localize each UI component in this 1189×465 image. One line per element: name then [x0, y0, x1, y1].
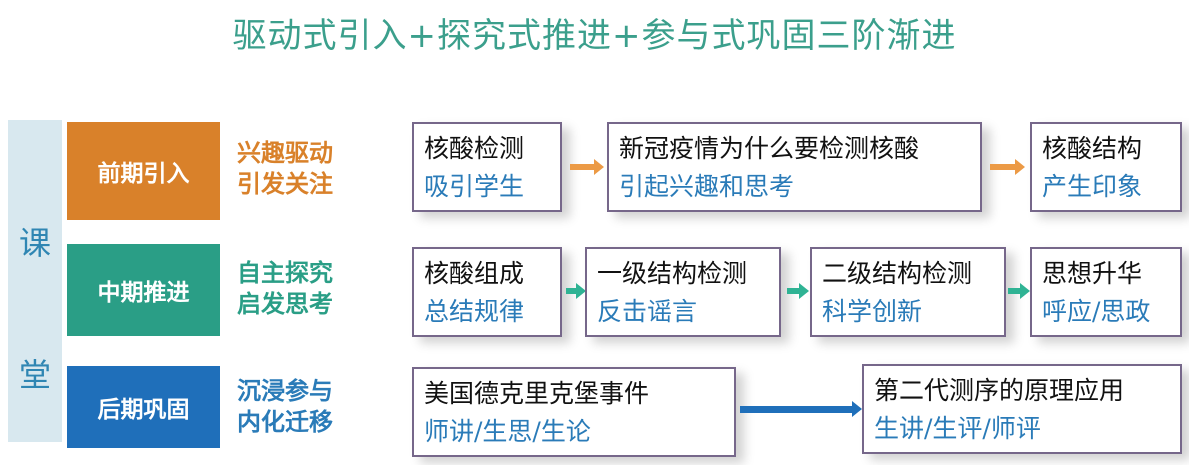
- goal-middle: 自主探究启发思考: [237, 258, 333, 320]
- goal-early: 兴趣驱动引发关注: [237, 138, 333, 200]
- side-char: 堂: [18, 356, 51, 394]
- step-title: 一级结构检测: [597, 259, 748, 288]
- step-box: 新冠疫情为什么要检测核酸引起兴趣和思考: [607, 122, 982, 212]
- step-title: 思想升华: [1042, 259, 1143, 288]
- step-title: 第二代测序的原理应用: [874, 376, 1125, 405]
- goal-line: 引发关注: [237, 170, 333, 198]
- step-box: 思想升华呼应/思政: [1030, 247, 1182, 337]
- step-box: 一级结构检测反击谣言: [585, 247, 781, 337]
- phase-late: 后期巩固: [67, 366, 220, 448]
- goal-late: 沉浸参与内化迁移: [237, 376, 333, 438]
- arrow-right-icon: [787, 283, 809, 299]
- goal-line: 内化迁移: [237, 408, 333, 436]
- side-char: 课: [18, 224, 51, 262]
- step-title: 核酸检测: [424, 134, 525, 163]
- step-sub: 呼应/思政: [1042, 297, 1151, 326]
- step-title: 新冠疫情为什么要检测核酸: [619, 134, 920, 163]
- goal-line: 启发思考: [237, 290, 333, 318]
- classroom-side-bar: 课 堂: [8, 120, 62, 442]
- step-sub: 产生印象: [1042, 172, 1143, 201]
- step-sub: 引起兴趣和思考: [619, 172, 795, 201]
- goal-line: 兴趣驱动: [237, 139, 333, 167]
- arrow-right-icon: [566, 283, 586, 299]
- step-box: 核酸检测吸引学生: [412, 122, 562, 212]
- step-sub: 师讲/生思/生论: [424, 417, 591, 446]
- step-box: 核酸结构产生印象: [1030, 122, 1182, 212]
- step-box: 二级结构检测科学创新: [810, 247, 1006, 337]
- phase-early: 前期引入: [67, 122, 220, 220]
- diagram-title: 驱动式引入+探究式推进+参与式巩固三阶渐进: [232, 16, 957, 56]
- step-sub: 生讲/生评/师评: [874, 414, 1041, 443]
- arrow-right-icon: [1008, 283, 1030, 299]
- arrow-right-icon: [740, 401, 862, 417]
- phase-middle: 中期推进: [67, 244, 220, 336]
- step-sub: 总结规律: [424, 297, 525, 326]
- step-sub: 反击谣言: [597, 297, 698, 326]
- step-title: 美国德克里克堡事件: [424, 379, 650, 408]
- step-sub: 科学创新: [822, 297, 923, 326]
- step-box: 第二代测序的原理应用生讲/生评/师评: [862, 364, 1182, 454]
- step-box: 美国德克里克堡事件师讲/生思/生论: [412, 367, 736, 457]
- step-title: 核酸结构: [1042, 134, 1143, 163]
- goal-line: 自主探究: [237, 259, 333, 287]
- step-title: 核酸组成: [424, 259, 525, 288]
- arrow-right-icon: [990, 159, 1025, 175]
- step-title: 二级结构检测: [822, 259, 973, 288]
- step-sub: 吸引学生: [424, 172, 525, 201]
- step-box: 核酸组成总结规律: [412, 247, 562, 337]
- arrow-right-icon: [570, 159, 604, 175]
- goal-line: 沉浸参与: [237, 377, 333, 405]
